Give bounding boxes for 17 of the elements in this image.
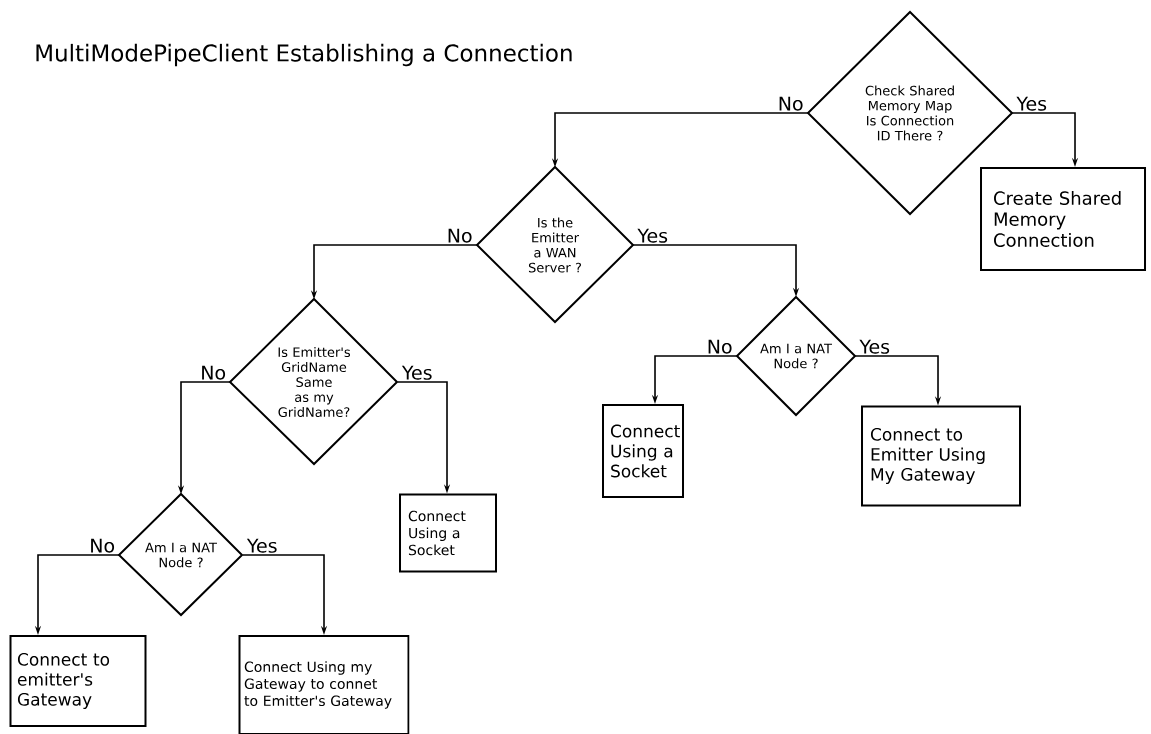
process-box: Connect Using a Socket — [399, 493, 497, 573]
process-box: Connect to emitter's Gateway — [9, 635, 147, 727]
edge-label: Yes — [246, 538, 277, 553]
edge-label: No — [91, 538, 115, 553]
process-box: Connect Using a Socket — [602, 404, 684, 498]
process-box: Connect Using my Gateway to connet to Emitter's Gateway — [238, 635, 410, 734]
edge-label: No — [448, 228, 472, 243]
process-box: Connect to Emitter Using My Gateway — [861, 405, 1021, 507]
edge-label: Yes — [401, 365, 432, 380]
edge-label: No — [708, 339, 732, 354]
edge-label: Yes — [637, 228, 668, 243]
title: MultiModePipeClient Establishing a Connection — [36, 43, 572, 67]
edge-label: No — [779, 96, 803, 111]
edge-label: No — [202, 365, 226, 380]
edge-label: Yes — [859, 339, 890, 354]
edge-label: Yes — [1016, 96, 1047, 111]
process-box: Create Shared Memory Connection — [980, 167, 1146, 271]
